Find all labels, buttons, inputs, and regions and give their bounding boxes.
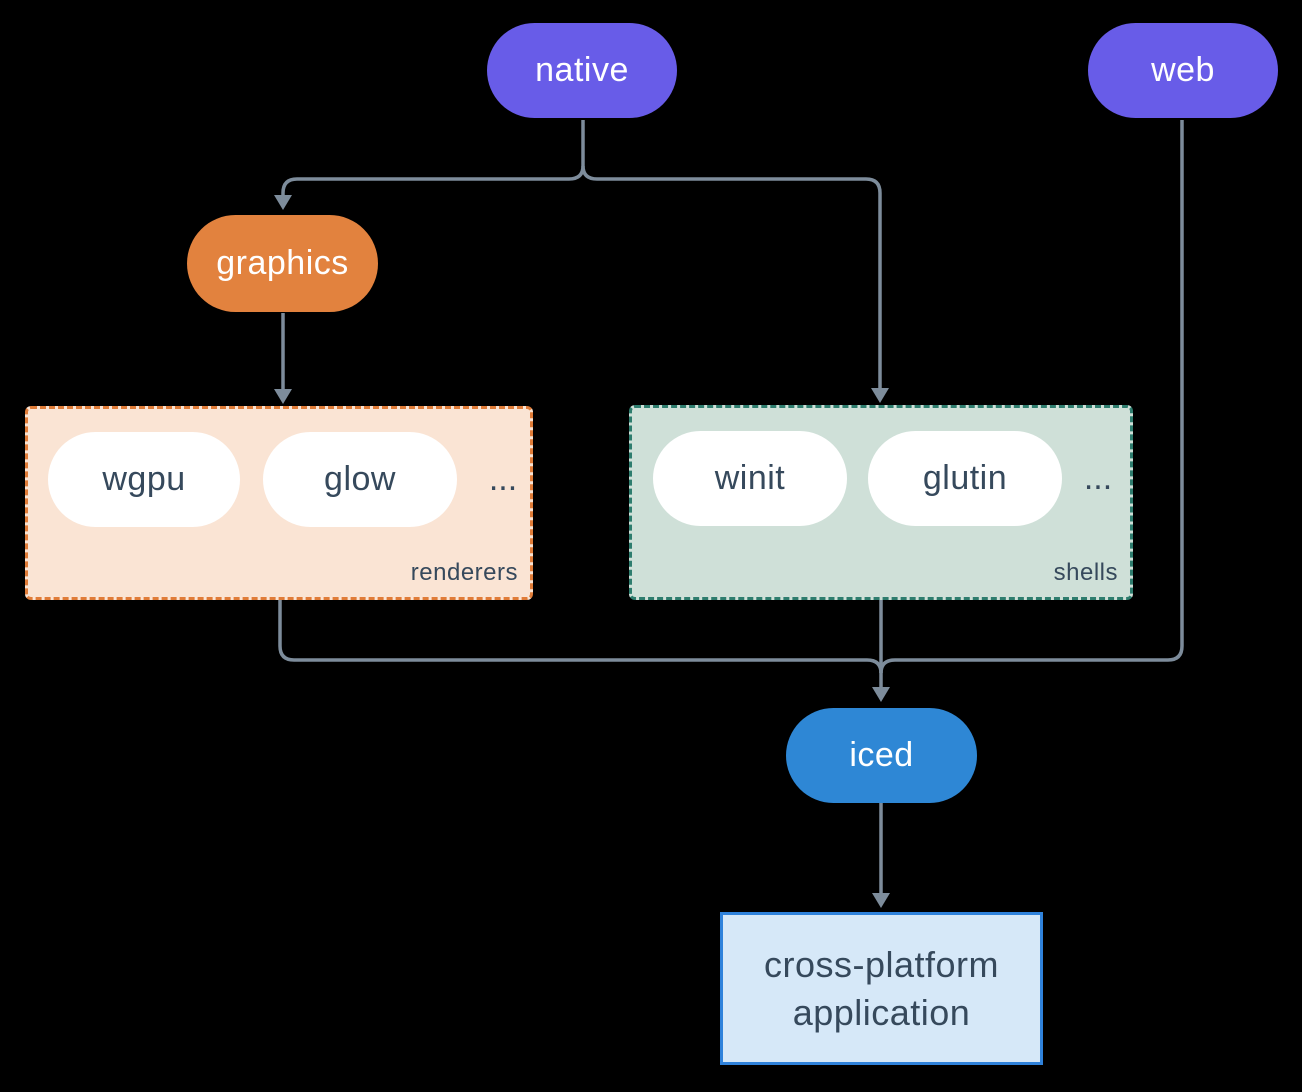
shells-ellipsis: ... (1083, 459, 1113, 497)
node-graphics: graphics (187, 215, 378, 312)
node-application: cross-platform application (720, 912, 1043, 1065)
node-iced: iced (786, 708, 977, 803)
node-application-line2: application (792, 991, 971, 1033)
node-web-label: web (1151, 51, 1215, 89)
node-iced-label: iced (849, 736, 914, 774)
renderers-ellipsis: ... (488, 460, 518, 498)
group-renderers: wgpu glow ... renderers (25, 406, 533, 600)
node-glutin: glutin (868, 431, 1062, 526)
arrowhead-application (872, 893, 890, 908)
arrowhead-iced (872, 687, 890, 702)
node-native-label: native (535, 51, 629, 89)
node-glutin-label: glutin (922, 459, 1008, 497)
group-shells: winit glutin ... shells (629, 405, 1133, 600)
group-renderers-label: renderers (410, 559, 518, 586)
arrowhead-shells (871, 388, 889, 403)
node-winit: winit (653, 431, 847, 526)
group-shells-label: shells (1053, 559, 1118, 586)
node-application-line1: cross-platform (763, 943, 1000, 985)
edge-renderers-iced (278, 600, 883, 674)
node-native: native (487, 23, 677, 118)
node-web: web (1088, 23, 1278, 118)
node-graphics-label: graphics (216, 244, 349, 282)
arrowhead-renderers (274, 389, 292, 404)
arrowhead-graphics (274, 195, 292, 210)
node-wgpu-label: wgpu (102, 460, 186, 498)
edge-native-shells (581, 165, 882, 389)
node-glow-label: glow (324, 460, 396, 498)
node-wgpu: wgpu (48, 432, 240, 527)
edge-native-graphics (281, 120, 585, 196)
node-winit-label: winit (714, 459, 786, 497)
node-glow: glow (263, 432, 457, 527)
